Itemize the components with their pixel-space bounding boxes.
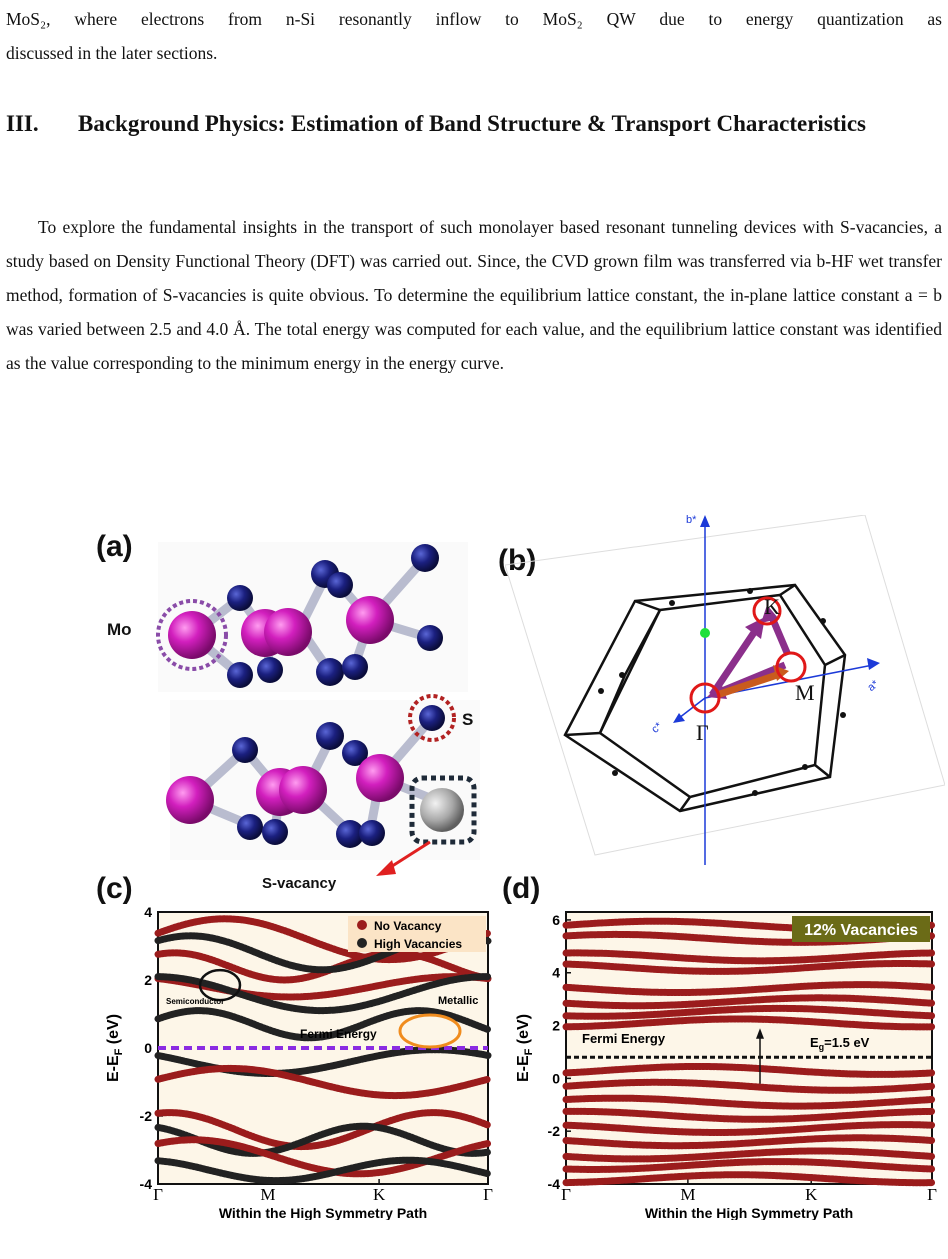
fermi-label: Fermi Energy	[582, 1031, 666, 1046]
legend-no-vacancy: No Vacancy	[374, 919, 442, 933]
y-tick-label: 0	[552, 1070, 560, 1086]
body-paragraph: To explore the fundamental insights in t…	[6, 217, 942, 373]
y-tick-label: 0	[144, 1040, 152, 1056]
y-tick-label: -2	[548, 1123, 561, 1139]
band-hv-6	[154, 1156, 492, 1185]
band-d-3	[562, 949, 936, 965]
band-d-7	[562, 1004, 936, 1020]
band-d-5	[562, 981, 936, 996]
band-nv-4	[154, 1064, 492, 1100]
panel-c-band-plot: Γ M K Γ 4 2 0 -2 -4 E-EF (eV) Within the High Symm…	[105, 904, 493, 1220]
y-tick-label: 6	[552, 912, 560, 928]
gap-arrowhead	[756, 1028, 764, 1039]
band-nv-5	[154, 1109, 492, 1151]
panel-a-structure	[156, 542, 480, 876]
vacancy-badge	[792, 916, 930, 942]
y-tick-label: 2	[552, 1018, 560, 1034]
y-axis-label: E-EF (eV)	[105, 1014, 125, 1082]
band-d-14	[562, 1134, 936, 1150]
y-tick-label: 2	[144, 972, 152, 988]
band-d-13	[562, 1121, 936, 1136]
axis-b-label: b*	[686, 514, 697, 526]
x-tick-label: M	[680, 1185, 695, 1204]
s-atom	[419, 705, 445, 731]
mo-atom	[168, 611, 216, 659]
band-d-10	[562, 1078, 936, 1094]
vacancy-badge-label: 12% Vacancies	[804, 922, 918, 939]
section-number: III.	[6, 111, 39, 136]
band-hv-5	[154, 1122, 492, 1157]
y-tick-label: 4	[144, 904, 152, 920]
y-axis-label: E-EF (eV)	[515, 1014, 535, 1082]
band-d-8	[562, 1015, 936, 1031]
metallic-ellipse	[398, 1013, 462, 1049]
x-axis-label: Within the High Symmetry Path	[219, 1205, 427, 1220]
section-heading: III. Background Physics: Estimation of B…	[6, 106, 942, 142]
x-tick-label: Γ	[927, 1185, 937, 1204]
panel-b-label: (b)	[498, 544, 537, 577]
band-d-12	[562, 1107, 936, 1123]
vacancy-atom	[420, 788, 464, 832]
semiconductor-label: Semiconductor	[166, 997, 224, 1006]
x-axis-label: Within the High Symmetry Path	[645, 1205, 853, 1220]
figure: (a)	[0, 500, 948, 1220]
legend-marker-high	[357, 938, 367, 948]
band-hv-3	[154, 1007, 492, 1042]
panel-c-label: (c)	[96, 872, 133, 905]
band-d-4	[562, 960, 936, 975]
panel-d-label: (d)	[502, 872, 541, 905]
x-tick-label: Γ	[561, 1185, 571, 1204]
y-tick-label: -4	[548, 1176, 561, 1192]
mo-label: Mo	[107, 620, 132, 639]
intro-line-2: discussed in the later sections.	[6, 43, 218, 63]
legend-high-vacancies: High Vacancies	[374, 937, 462, 951]
band-d-15	[562, 1147, 936, 1163]
panel-b-brillouin-zone	[505, 515, 945, 865]
y-tick-label: -4	[140, 1176, 153, 1192]
intro-line-1: MoS₂, where electrons from n-Si resonant…	[6, 9, 942, 29]
legend-box	[348, 916, 486, 952]
panel-a-label: (a)	[96, 530, 133, 563]
legend-marker-no-vacancy	[357, 920, 367, 930]
band-d-16	[562, 1158, 936, 1173]
gamma-point-label: Γ	[696, 720, 709, 745]
band-d-9	[562, 1063, 936, 1078]
x-tick-label: Γ	[483, 1185, 493, 1204]
semiconductor-ellipse	[198, 968, 242, 1002]
band-d-17	[562, 1171, 936, 1187]
band-d-6	[562, 994, 936, 1010]
band-nv-1	[154, 915, 492, 964]
fermi-label: Fermi Energy	[300, 1027, 377, 1041]
s-label: S	[462, 710, 474, 729]
x-tick-label: K	[373, 1185, 386, 1204]
intro-paragraph: MoS₂, where electrons from n-Si resonant…	[6, 2, 942, 70]
panel-d-band-plot: Γ M K Γ 6 4 2 0 -2 -4 E-EF (eV) Within the High Sym…	[515, 911, 937, 1220]
x-tick-label: M	[260, 1185, 275, 1204]
x-tick-label: Γ	[153, 1185, 163, 1204]
metallic-label: Metallic	[438, 995, 478, 1007]
s-vacancy-label: S-vacancy	[262, 875, 337, 892]
band-hv-2	[154, 973, 492, 1015]
m-point-label: M	[795, 680, 815, 705]
band-d-11	[562, 1094, 936, 1110]
y-tick-label: 4	[552, 965, 560, 981]
x-tick-label: K	[805, 1185, 818, 1204]
k-point-label: K	[764, 594, 780, 619]
section-title: Background Physics: Estimation of Band S…	[78, 111, 866, 136]
y-tick-label: -2	[140, 1108, 153, 1124]
gap-label: Eg=1.5 eV	[810, 1035, 870, 1052]
